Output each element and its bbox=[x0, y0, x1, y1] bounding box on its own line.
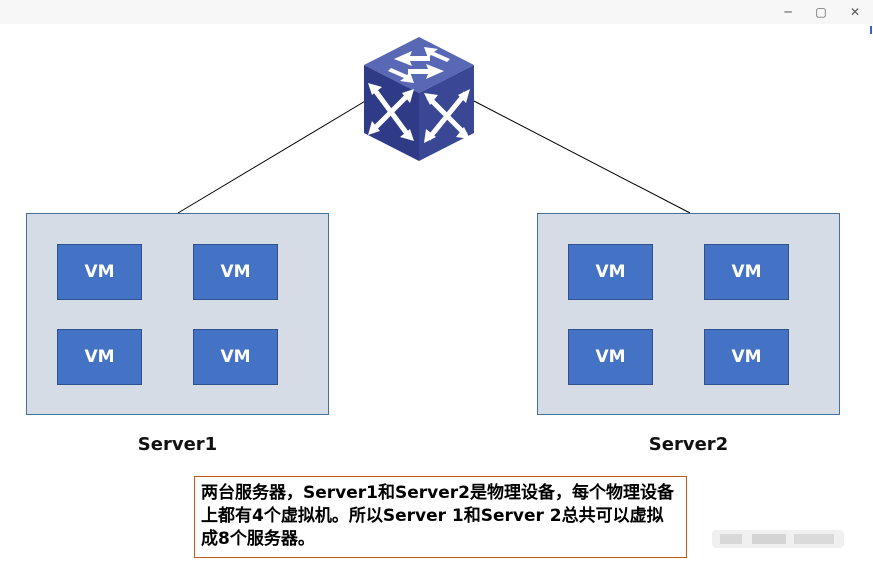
title-bar: ─ ▢ ✕ bbox=[0, 0, 873, 24]
vm-box: VM bbox=[704, 329, 789, 385]
vm-box: VM bbox=[57, 244, 142, 300]
vm-box: VM bbox=[568, 329, 653, 385]
explanation-note: 两台服务器，Server1和Server2是物理设备，每个物理设备上都有4个虚拟… bbox=[194, 476, 687, 558]
blurred-watermark-icon bbox=[712, 530, 844, 548]
link-server2 bbox=[471, 99, 691, 214]
network-switch-icon bbox=[364, 37, 474, 161]
server1-label: Server1 bbox=[137, 434, 218, 455]
maximize-button[interactable]: ▢ bbox=[815, 5, 827, 19]
server2-label: Server2 bbox=[648, 434, 729, 455]
vm-box: VM bbox=[193, 329, 278, 385]
link-server1 bbox=[177, 99, 368, 214]
vm-box: VM bbox=[704, 244, 789, 300]
vm-box: VM bbox=[57, 329, 142, 385]
vm-box: VM bbox=[193, 244, 278, 300]
minimize-button[interactable]: ─ bbox=[784, 5, 792, 19]
scrollbar-indicator[interactable] bbox=[870, 26, 872, 34]
vm-box: VM bbox=[568, 244, 653, 300]
server1-box: VM VM VM VM bbox=[26, 213, 329, 415]
server2-box: VM VM VM VM bbox=[537, 213, 840, 415]
close-button[interactable]: ✕ bbox=[849, 5, 861, 19]
